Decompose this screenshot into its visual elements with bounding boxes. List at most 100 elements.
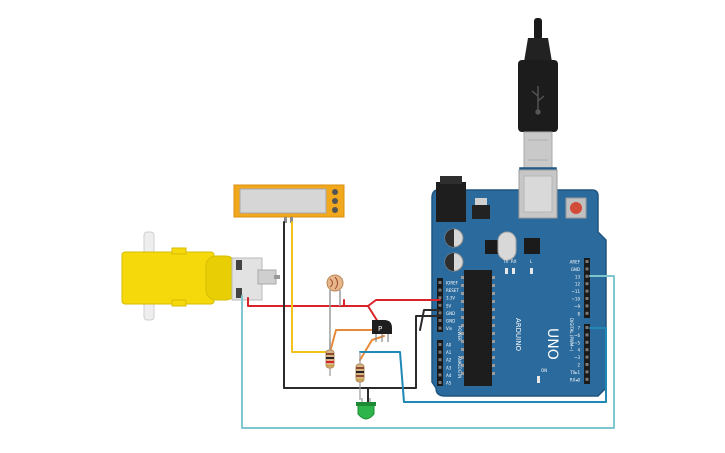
- wires: [241, 221, 615, 429]
- header-pin-hole[interactable]: [585, 377, 589, 381]
- pin-label: TX▸1: [569, 370, 580, 375]
- l-label: L: [530, 259, 533, 264]
- header-pin-hole[interactable]: [438, 373, 442, 377]
- pin-label: 7: [577, 326, 580, 331]
- header-pin-hole[interactable]: [585, 370, 589, 374]
- dc-gear-motor[interactable]: [121, 231, 280, 321]
- transistor-body: [372, 320, 392, 334]
- dc-barrel-jack: [436, 182, 466, 222]
- pin-label: A3: [446, 365, 452, 370]
- analog-section-label: ANALOG IN: [457, 356, 462, 378]
- sensor-module-pin-3: [332, 207, 338, 213]
- analog-header: [437, 340, 443, 386]
- pin-label: Vin: [446, 326, 453, 331]
- pin-label: AREF: [570, 260, 581, 265]
- usb-metal-shell: [523, 131, 553, 169]
- atmega328p-chip: [464, 270, 492, 386]
- header-pin-hole[interactable]: [438, 381, 442, 384]
- usb-symbol-icon: [531, 86, 545, 115]
- pin-label: GND: [446, 311, 455, 316]
- resistor-2[interactable]: [355, 352, 365, 400]
- sensor-module-pin-1: [332, 189, 338, 195]
- header-pin-hole[interactable]: [438, 319, 442, 322]
- pin-label: ~11: [572, 289, 581, 294]
- wire-black-gnd[interactable]: [283, 221, 441, 389]
- pin-label: ~9: [574, 304, 580, 309]
- pin-label: 8: [577, 311, 580, 316]
- header-pin-hole[interactable]: [438, 358, 442, 362]
- usb-cable[interactable]: [518, 18, 558, 169]
- wire-yellow-sensor[interactable]: [291, 221, 331, 353]
- pin-label: 3.3V: [446, 296, 455, 301]
- atmega16u2-chip: [524, 238, 540, 254]
- pin-label: A0: [446, 343, 452, 348]
- digital-header-top: [584, 258, 590, 318]
- pin-label: 2: [577, 363, 580, 368]
- header-pin-hole[interactable]: [585, 363, 589, 366]
- digital-section-label: DIGITAL (PWM~): [569, 318, 574, 352]
- arduino-uno[interactable]: TX RX L ON ARDUINO UNO POWER ANALOG IN D…: [431, 167, 607, 397]
- pin-label: IOREF: [446, 281, 459, 286]
- header-pin-hole[interactable]: [585, 311, 589, 315]
- usb-cable-cord: [534, 18, 542, 40]
- header-pin-hole[interactable]: [585, 260, 589, 263]
- tx-led: [505, 268, 508, 274]
- on-label: ON: [541, 368, 547, 373]
- wire-black-2[interactable]: [419, 309, 441, 331]
- header-pin-hole[interactable]: [438, 288, 442, 292]
- arduino-brand-label: ARDUINO: [514, 318, 522, 351]
- wire-orange-2[interactable]: [359, 335, 385, 361]
- header-pin-hole[interactable]: [438, 365, 442, 369]
- wire-red-transistor[interactable]: [367, 305, 379, 323]
- header-pin-hole[interactable]: [438, 311, 442, 315]
- pin-label: ~5: [574, 340, 580, 345]
- led-body: [357, 403, 375, 420]
- sensor-module-window: [239, 188, 327, 214]
- wire-orange-1[interactable]: [329, 329, 373, 353]
- header-pin-hole[interactable]: [585, 282, 589, 286]
- on-led: [537, 376, 540, 383]
- digital-header-bottom: [584, 324, 590, 384]
- pin-label: GND: [571, 267, 580, 272]
- sensor-module[interactable]: [233, 184, 345, 223]
- usb-interface-chip: [485, 240, 499, 254]
- header-pin-hole[interactable]: [585, 289, 589, 293]
- header-pin-hole[interactable]: [438, 296, 442, 300]
- green-led[interactable]: [356, 398, 376, 420]
- atmega328p-pins: [461, 276, 495, 375]
- header-pin-hole[interactable]: [585, 348, 589, 352]
- sensor-module-pin-2: [332, 198, 338, 204]
- uno-model-label: UNO: [544, 328, 560, 360]
- reset-button-cap[interactable]: [570, 202, 582, 214]
- photoresistor-head: [326, 274, 344, 292]
- pin-label: 12: [575, 282, 581, 287]
- header-pin-hole[interactable]: [585, 267, 589, 271]
- header-pin-hole[interactable]: [438, 350, 442, 354]
- motor-gearbox: [121, 251, 215, 305]
- pin-label: 13: [575, 274, 581, 279]
- wire-blue-pin7[interactable]: [359, 327, 607, 403]
- header-pin-hole[interactable]: [585, 333, 589, 337]
- header-pin-hole[interactable]: [438, 326, 442, 330]
- pin-label: A4: [446, 373, 452, 378]
- tx-label: TX: [502, 259, 508, 264]
- rx-led: [512, 268, 515, 274]
- header-pin-hole[interactable]: [438, 281, 442, 284]
- npn-transistor[interactable]: P: [372, 320, 392, 342]
- l-led: [530, 268, 533, 274]
- header-pin-hole[interactable]: [585, 297, 589, 300]
- header-pin-hole[interactable]: [585, 274, 589, 278]
- wire-cyan-pin13[interactable]: [241, 275, 615, 429]
- header-pin-hole[interactable]: [585, 355, 589, 359]
- rx-label: RX: [511, 259, 517, 264]
- header-pin-hole[interactable]: [438, 343, 442, 346]
- header-pin-hole[interactable]: [585, 340, 589, 344]
- resistor-1[interactable]: [325, 340, 335, 376]
- header-pin-hole[interactable]: [585, 326, 589, 329]
- header-pin-hole[interactable]: [585, 304, 589, 308]
- header-pin-hole[interactable]: [438, 303, 442, 307]
